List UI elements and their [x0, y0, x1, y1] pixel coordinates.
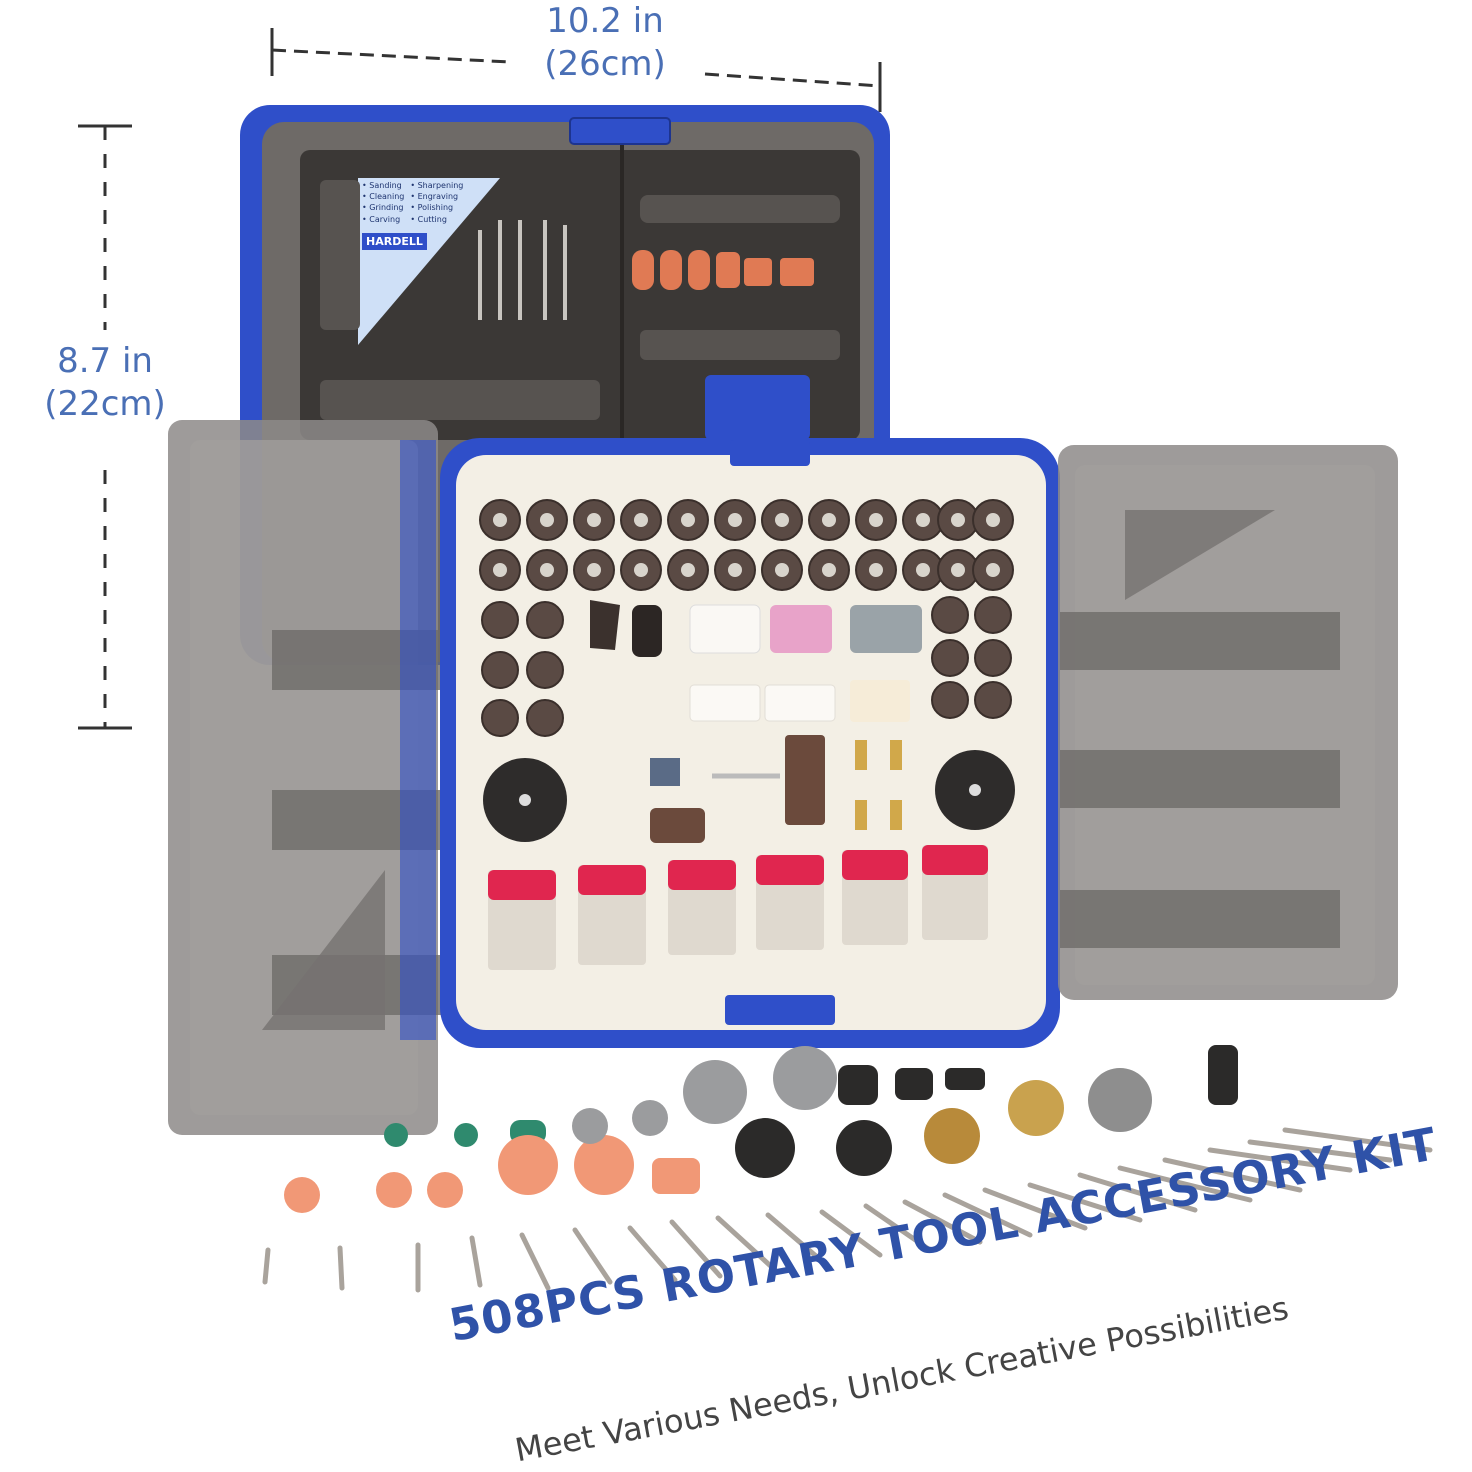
bits-upper: [478, 220, 567, 320]
product-illustration: [78, 28, 1433, 1293]
use-grinding: • Grinding: [362, 203, 404, 213]
collets: [855, 740, 902, 830]
storage-jars: [488, 845, 988, 970]
cutting-wheels: [483, 750, 1015, 842]
upper-case-rows: [320, 180, 840, 420]
flap-wheels: [650, 735, 825, 843]
width-dimension-line: [270, 28, 882, 112]
engraving-bits: [262, 1127, 1433, 1293]
product-label-card: • Sanding • Cleaning • Grinding • Carvin…: [362, 180, 502, 251]
use-carving: • Carving: [362, 214, 401, 224]
grey-stones: [572, 1046, 837, 1144]
polishing-wheels: [590, 600, 922, 722]
use-sharpening: • Sharpening: [410, 181, 464, 190]
band-row-2: [479, 549, 1014, 591]
use-cleaning: • Cleaning: [362, 192, 405, 202]
band-row-1: [479, 499, 1014, 541]
height-dimension-label: 8.7 in (22cm): [25, 340, 185, 425]
use-polishing: • Polishing: [410, 203, 454, 213]
width-dimension-label: 10.2 in (26cm): [520, 0, 690, 85]
left-lid: [168, 420, 472, 1135]
use-cutting: • Cutting: [410, 214, 447, 224]
width-inches: 10.2 in: [546, 1, 664, 41]
right-lid: [1058, 445, 1398, 1000]
orange-stones: [632, 250, 814, 290]
height-dimension-line: [78, 124, 132, 730]
width-centimeters: (26cm): [544, 43, 666, 84]
use-sanding: • Sanding: [362, 181, 402, 190]
wire-brushes: [924, 1068, 1152, 1164]
height-inches: 8.7 in: [57, 341, 153, 381]
use-engraving: • Engraving: [410, 192, 459, 202]
brand-logo: HARDELL: [362, 232, 427, 251]
height-centimeters: (22cm): [44, 383, 166, 424]
dressing-stone: [650, 758, 680, 786]
grinding-stones-orange: [284, 1135, 700, 1213]
brushes: [735, 1045, 1238, 1178]
sanding-bands: [479, 499, 1014, 737]
